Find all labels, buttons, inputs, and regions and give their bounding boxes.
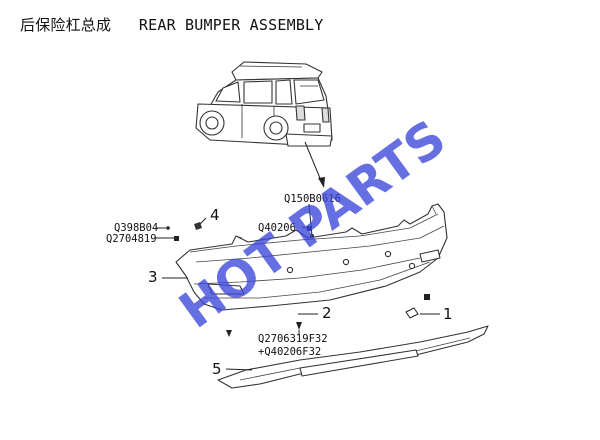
fastener-screw-2 — [226, 322, 302, 337]
part-code-q150b0616: Q150B0616 — [284, 193, 341, 205]
skid-plate-part — [217, 325, 489, 389]
callout-number-3: 3 — [148, 268, 158, 286]
suv-rear-view-icon — [195, 61, 333, 147]
assembly-arrow — [304, 141, 325, 188]
callout-number-4: 4 — [210, 206, 220, 224]
fastener-screw-q398b04 — [166, 226, 170, 230]
callout-number-1: 1 — [443, 305, 453, 323]
part-code-q40206: Q40206 — [258, 222, 296, 234]
rear-bumper-part — [175, 203, 448, 311]
part-code-q2706319f32: Q2706319F32 — [258, 333, 328, 345]
part-code-q2704819: Q2704819 — [106, 233, 157, 245]
leader-lines — [154, 203, 440, 371]
callout-number-2: 2 — [322, 304, 332, 322]
title-en: REAR BUMPER ASSEMBLY — [138, 16, 324, 34]
callout-number-5: 5 — [212, 360, 222, 378]
part-code-plus-q40206f32: +Q40206F32 — [258, 346, 321, 358]
diagram-title: 后保险杠总成 REAR BUMPER ASSEMBLY — [20, 14, 324, 35]
part-code-q398b04: Q398B04 — [114, 222, 158, 234]
title-zh: 后保险杠总成 — [20, 16, 112, 34]
fastener-clip-1 — [405, 294, 430, 319]
fastener-clip-q2704819 — [174, 236, 179, 241]
